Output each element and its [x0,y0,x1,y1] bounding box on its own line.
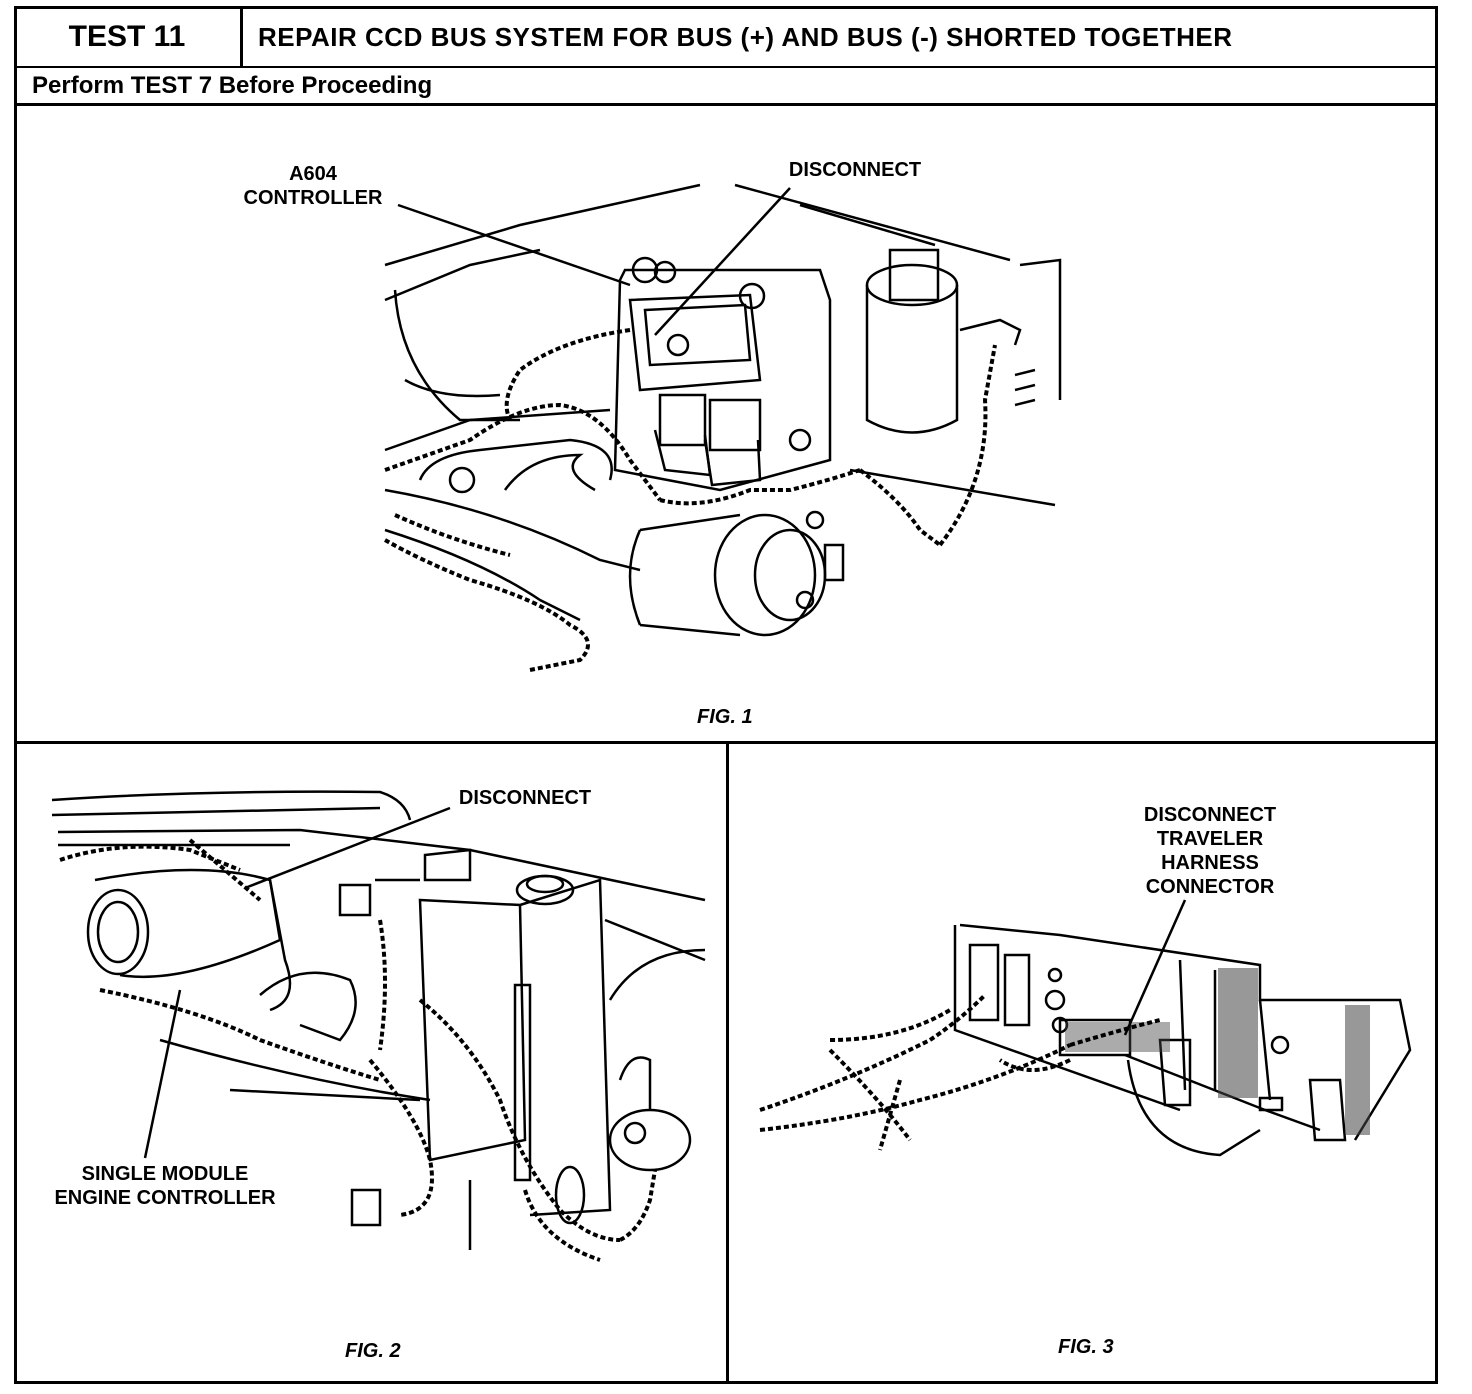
test-prerequisite: Perform TEST 7 Before Proceeding [32,72,433,99]
fig2-disconnect-label: DISCONNECT [458,787,592,809]
panel-divider-vertical [726,741,729,1384]
fig3-connector-label: DISCONNECT TRAVELER HARNESS CONNECTOR [1143,804,1277,898]
fig2-controller-label: SINGLE MODULE ENGINE CONTROLLER [54,1163,276,1209]
test-title: REPAIR CCD BUS SYSTEM FOR BUS (+) AND BU… [258,22,1233,52]
fig1-caption: FIG. 1 [697,706,753,728]
fig2-caption: FIG. 2 [345,1340,401,1362]
fig3-caption: FIG. 3 [1058,1336,1114,1358]
subheader-row: Perform TEST 7 Before Proceeding [14,68,1438,106]
test-id: TEST 11 [14,6,243,68]
header-row [14,6,1438,68]
fig1-disconnect-label: DISCONNECT [788,159,922,181]
fig1-controller-label: A604 CONTROLLER [243,163,383,209]
